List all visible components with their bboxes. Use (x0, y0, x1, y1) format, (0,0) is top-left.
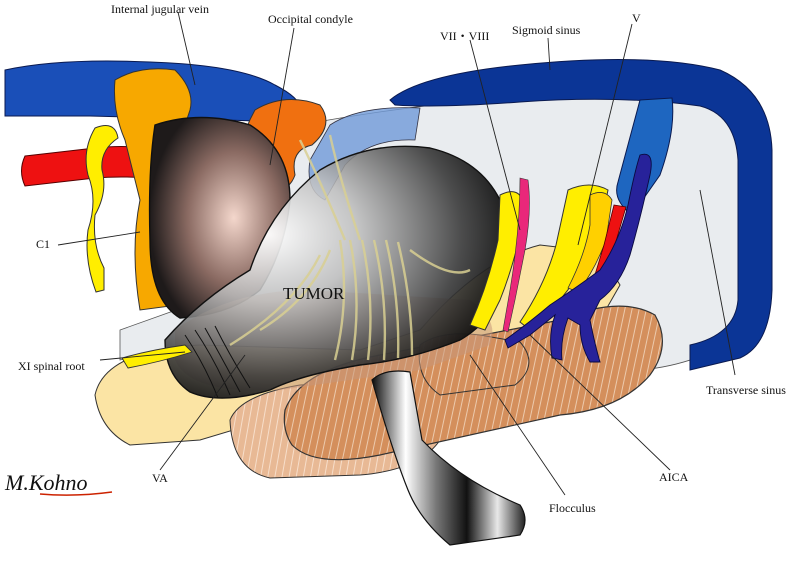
sigmoid-transverse-sinus (389, 59, 773, 371)
label-v: V (632, 11, 641, 25)
label-flocculus: Flocculus (549, 501, 596, 515)
signature: M.Kohno (4, 470, 88, 495)
label-tumor: TUMOR (283, 284, 345, 303)
brain-retractor (371, 370, 526, 546)
label-c1: C1 (36, 237, 50, 251)
label-sigmoid-sinus: Sigmoid sinus (512, 23, 581, 37)
leader-lines (57, 11, 736, 496)
label-occipital-condyle: Occipital condyle (268, 12, 353, 26)
label-aica: AICA (659, 470, 689, 484)
label-va: VA (152, 471, 168, 485)
xi-spinal-root (121, 344, 193, 369)
label-xi-spinal-root: XI spinal root (18, 359, 85, 373)
vii-viii-nerve (469, 191, 525, 331)
label-vii-viii: VII・VIII (440, 29, 489, 43)
tumor-nerve-fibers (229, 134, 471, 361)
trigeminal-nerve-b (567, 192, 613, 293)
lower-nerve-rootlets (184, 325, 251, 399)
aica-vessel (504, 153, 652, 363)
signature-underline (39, 491, 113, 496)
vertebral-artery (21, 146, 151, 187)
label-transverse-sinus: Transverse sinus (706, 383, 786, 397)
vii-viii-pink-band (502, 177, 530, 333)
c1-nerve (85, 125, 119, 293)
label-internal-jugular-vein: Internal jugular vein (111, 2, 209, 16)
